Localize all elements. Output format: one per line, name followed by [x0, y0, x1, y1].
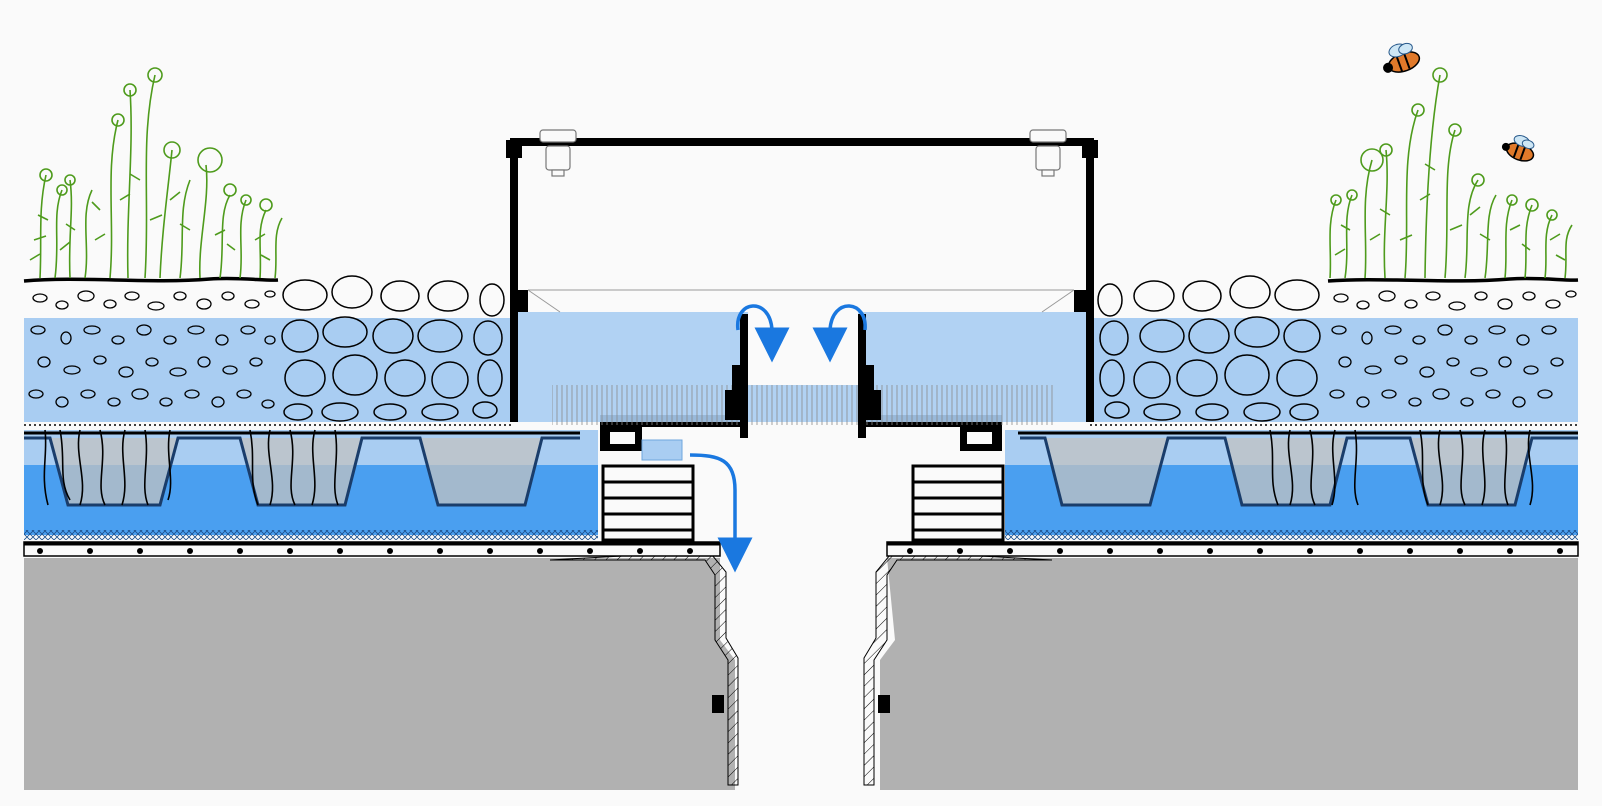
drain-insulation-left	[601, 464, 695, 542]
lid-clip-right	[1029, 129, 1067, 177]
plant-icon	[29, 67, 283, 279]
drain-collar-left	[725, 314, 748, 438]
ground-surface	[23, 276, 1579, 283]
roof-membrane	[23, 541, 1579, 557]
concrete-slab	[24, 558, 1578, 790]
drain-insulation-right	[911, 464, 1005, 542]
bee-icon	[1501, 135, 1535, 162]
roots-left	[43, 429, 339, 506]
drain-collar-right	[858, 314, 881, 438]
lid-clip-left	[539, 129, 577, 177]
substrate-layer	[24, 282, 1578, 422]
plant-icon	[1329, 67, 1573, 279]
bee-icon	[1383, 42, 1421, 73]
flow-arrow-icon	[689, 304, 867, 573]
roots-right	[1269, 429, 1534, 506]
gravel-strip	[280, 275, 1325, 422]
inspection-shaft-water	[515, 312, 1087, 425]
inspection-shaft	[506, 138, 1098, 422]
